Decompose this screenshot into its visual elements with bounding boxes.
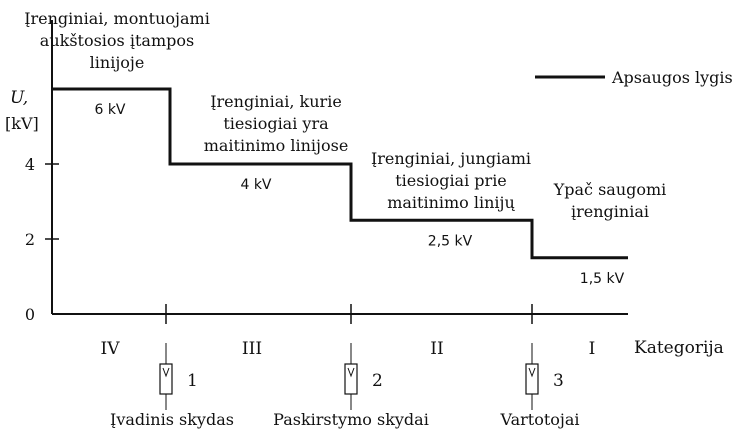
category-label: IV [101,339,121,359]
protection-level-line [52,87,628,260]
region-title-line: maitinimo linijų [387,193,515,212]
region-title-line: įrenginiai [571,202,649,221]
device-number: 1 [187,371,198,391]
y-tick-label: 0 [25,305,35,324]
category-label: III [242,339,262,359]
value-label: 4 kV [240,177,271,193]
category-label: I [589,339,596,359]
region-titles: Įrenginiai, montuojami aukštosios įtampos… [24,9,666,221]
x-axis-label: Kategorija [634,338,724,358]
region-title-line: tiesiogiai yra [223,114,329,133]
y-ticks: 0 2 4 [25,155,59,324]
arrester-arrow-icon [162,367,170,378]
device-label: Vartotojai [499,410,579,429]
y-tick-label: 4 [25,155,35,174]
series-protection-level [52,87,628,260]
region-title-line: linijoje [90,53,145,72]
arrester-arrow-icon [528,367,536,378]
device-number: 2 [372,371,383,391]
region-title-line: tiesiogiai prie [395,171,507,190]
device-number: 3 [553,371,564,391]
surge-arrester-icon [344,363,358,395]
region-title-line: Įrenginiai, jungiami [371,149,531,168]
y-tick-label: 2 [25,230,35,249]
region-title-line: Ypač saugomi [553,180,667,199]
region-title-line: Įrenginiai, kurie [210,92,342,111]
legend-label: Apsaugos lygis [611,68,733,87]
arrester-arrow-icon [347,367,355,378]
value-label: 2,5 kV [428,233,473,249]
value-label: 6 kV [94,102,125,118]
value-label: 1,5 kV [580,271,625,287]
legend: Apsaugos lygis [535,68,733,87]
device-label: Paskirstymo skydai [273,410,429,429]
category-label: II [430,339,443,359]
surge-arrester-icon [159,363,173,395]
region-title-line: Įrenginiai, montuojami [24,9,210,28]
region-title-line: maitinimo linijose [204,136,349,155]
surge-arrester-icon [525,363,539,395]
y-axis-unit: [kV] [5,114,39,133]
value-labels: 6 kV 4 kV 2,5 kV 1,5 kV [94,102,624,287]
device-label: Įvadinis skydas [110,410,234,429]
region-title-line: aukštosios įtampos [40,31,194,50]
y-axis-symbol: U, [10,88,28,108]
